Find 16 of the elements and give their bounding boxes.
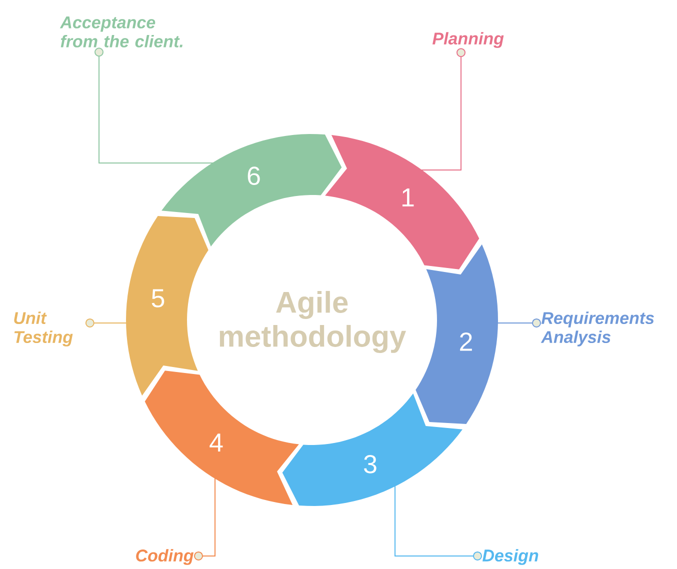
step-label: Unit Testing xyxy=(14,312,73,346)
ring-segment: 1 xyxy=(325,135,480,270)
step-label: Coding xyxy=(136,549,194,565)
ring-segment: 6 xyxy=(162,134,342,247)
step-label: Design xyxy=(482,549,538,565)
leader-line xyxy=(94,48,216,164)
step-label: Planning xyxy=(432,32,504,48)
ring-segment: 4 xyxy=(144,370,299,505)
center-title: Agile methodology xyxy=(220,290,406,354)
leader-line xyxy=(418,48,466,170)
ring-segment: 2 xyxy=(416,244,498,424)
step-label: Acceptance from the client. xyxy=(60,16,182,48)
leader-line xyxy=(194,475,216,560)
ring-segment: 5 xyxy=(126,216,208,396)
ring-segment: 3 xyxy=(282,393,462,506)
step-label: Requirements Analysis xyxy=(540,312,654,346)
